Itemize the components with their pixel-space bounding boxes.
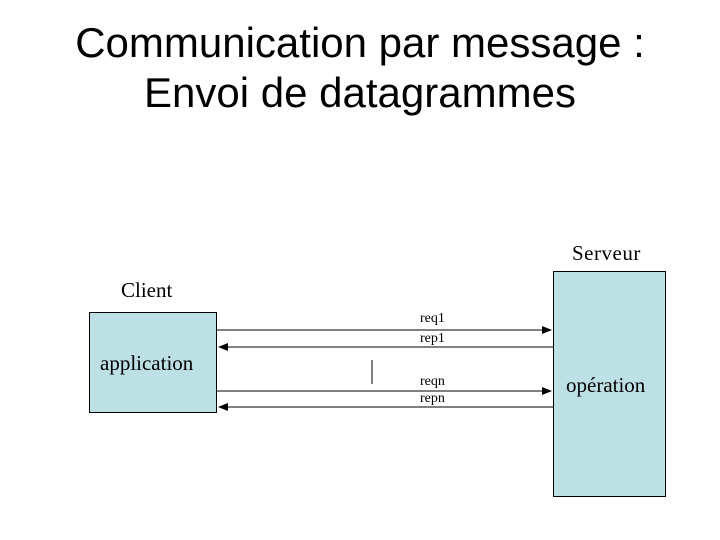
- client-application-box: [89, 312, 217, 413]
- title-line-1: Communication par message :: [75, 19, 645, 66]
- message-repn-label: repn: [420, 391, 445, 406]
- client-label: Client: [121, 278, 173, 302]
- client-box-label: application: [100, 351, 194, 375]
- server-box-label: opération: [566, 373, 646, 397]
- page-title: Communication par message : Envoi de dat…: [0, 18, 720, 118]
- message-reqn-label: reqn: [420, 374, 445, 389]
- message-req1-label: req1: [420, 311, 445, 326]
- title-line-2: Envoi de datagrammes: [144, 69, 576, 116]
- server-operation-box: [553, 271, 666, 497]
- server-label: Serveur: [572, 241, 641, 265]
- message-rep1-label: rep1: [420, 331, 445, 346]
